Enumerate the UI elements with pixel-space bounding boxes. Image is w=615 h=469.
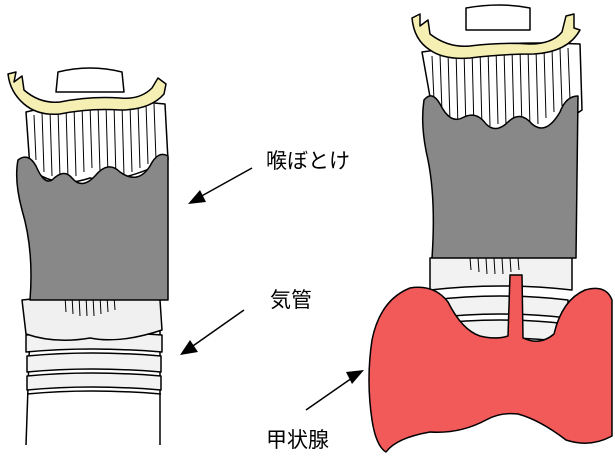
adams-apple-label: 喉ぼとけ [266,145,350,175]
trachea-label: 気管 [270,284,312,314]
thyroid-label: 甲状腺 [266,424,329,454]
left-neck-figure [8,68,168,445]
right-neck-figure [369,5,612,452]
arrow-trachea [180,310,244,355]
left-cricoid-cartilage [22,296,162,340]
arrow-thyroid [306,370,364,410]
arrow-adams-apple [188,168,252,204]
left-trachea [26,330,162,445]
right-epiglottis [466,5,530,30]
left-epiglottis [56,68,124,92]
